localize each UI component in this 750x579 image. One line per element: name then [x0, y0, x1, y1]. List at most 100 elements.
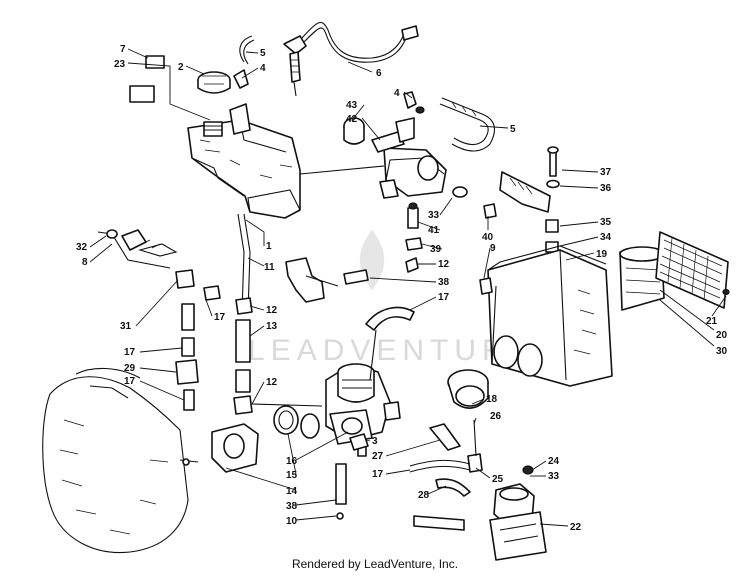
- callout-33-bottom: 33: [548, 471, 560, 482]
- air-silencer: [479, 245, 613, 387]
- callout-1: 1: [266, 241, 272, 252]
- carburetor: [325, 363, 401, 457]
- decal-23: [129, 85, 155, 103]
- callout-34: 34: [600, 232, 612, 243]
- callout-42: 42: [346, 114, 358, 125]
- callout-19: 19: [596, 249, 608, 260]
- callout-32: 32: [76, 242, 88, 253]
- washer-36: [546, 179, 560, 189]
- callout-2: 2: [178, 62, 184, 73]
- callout-7: 7: [120, 44, 126, 55]
- fuel-tank: [187, 119, 301, 219]
- callout-28: 28: [418, 490, 430, 501]
- callout-13: 13: [266, 321, 278, 332]
- callouts: 7 23 2 5 4 6 4 43 42 5 37 36 35 34 33 41…: [76, 44, 728, 533]
- callout-23: 23: [114, 59, 126, 70]
- intake-flange: [211, 423, 259, 473]
- leader-lines: [89, 48, 727, 527]
- fuel-line-17-upper: [365, 306, 415, 331]
- clamp-12-low: [233, 395, 253, 415]
- callout-37: 37: [600, 167, 612, 178]
- callout-5-right: 5: [510, 124, 516, 135]
- callout-40: 40: [482, 232, 494, 243]
- footer-credit: Rendered by LeadVenture, Inc.: [291, 557, 459, 571]
- clamp-15: [273, 405, 299, 435]
- callout-39: 39: [430, 244, 442, 255]
- callout-4-top: 4: [260, 63, 266, 74]
- primer-cable: [283, 21, 419, 97]
- callout-26: 26: [490, 411, 502, 422]
- callout-12-low: 12: [266, 377, 278, 388]
- screw-37: [549, 149, 557, 177]
- callout-31: 31: [120, 321, 132, 332]
- callout-3: 3: [372, 436, 378, 447]
- callout-38-top: 38: [438, 277, 450, 288]
- callout-43: 43: [346, 100, 358, 111]
- fuel-line-5: [439, 103, 489, 146]
- fitting-41: [407, 207, 419, 229]
- filter-38: [343, 269, 369, 285]
- callout-27: 27: [372, 451, 384, 462]
- fuel-line-bottom: [413, 515, 465, 531]
- callout-16: 16: [286, 456, 298, 467]
- fuel-line-13: [235, 319, 251, 363]
- callout-30: 30: [716, 346, 728, 357]
- watermark-text: LEADVENTURE: [248, 334, 536, 367]
- fitting-25: [467, 453, 483, 473]
- callout-25: 25: [492, 474, 504, 485]
- callout-17-bottom: 17: [372, 469, 384, 480]
- callout-12-mid: 12: [266, 305, 278, 316]
- gasket: [300, 413, 320, 439]
- intake-boot: [447, 369, 489, 409]
- clip-27: [429, 423, 461, 451]
- fitting-39: [405, 237, 423, 251]
- spacer-35: [545, 219, 559, 233]
- callout-35: 35: [600, 217, 612, 228]
- nut-32: [106, 229, 118, 239]
- elbow-fitting-4: [233, 69, 249, 89]
- tank-line: [237, 213, 245, 313]
- callout-36: 36: [600, 183, 612, 194]
- callout-22: 22: [570, 522, 582, 533]
- callout-24: 24: [548, 456, 560, 467]
- callout-21: 21: [706, 316, 718, 327]
- mount-bracket: [499, 171, 551, 213]
- callout-8: 8: [82, 257, 88, 268]
- callout-12-top: 12: [438, 259, 450, 270]
- clamp-3: [349, 433, 369, 451]
- shutoff-valve: [121, 229, 147, 251]
- intake-screen: [619, 231, 730, 311]
- primer-bracket: [343, 91, 447, 199]
- clamp-12-top: [405, 257, 419, 273]
- vent-tube-5: [239, 35, 253, 63]
- callout-17-left: 17: [214, 312, 226, 323]
- callout-17-top: 17: [438, 292, 450, 303]
- clip-40: [483, 203, 497, 219]
- callout-6: 6: [376, 68, 382, 79]
- callout-9: 9: [490, 243, 496, 254]
- fuel-line-28: [435, 478, 471, 497]
- tank-fitting: [229, 103, 251, 135]
- engine-outline: [42, 367, 199, 554]
- callout-29: 29: [124, 363, 136, 374]
- callout-15: 15: [286, 470, 298, 481]
- callout-4-right: 4: [394, 88, 400, 99]
- left-fuel-line-assembly: [175, 269, 221, 411]
- washer-33: [452, 186, 468, 198]
- nut-24: [522, 465, 534, 475]
- fuel-pump: [489, 483, 547, 561]
- clip-10: [336, 512, 344, 520]
- rod-26: [473, 419, 477, 457]
- callout-33-top: 33: [428, 210, 440, 221]
- callout-5-top: 5: [260, 48, 266, 59]
- callout-18: 18: [486, 394, 498, 405]
- callout-10: 10: [286, 516, 298, 527]
- callout-41: 41: [428, 225, 440, 236]
- fuel-cap: [197, 71, 231, 94]
- fuel-line-38: [335, 463, 347, 505]
- tank-bracket-line: [299, 165, 385, 175]
- clamp-12-mid: [235, 297, 253, 315]
- callout-20: 20: [716, 330, 728, 341]
- callout-17-mid: 17: [124, 347, 136, 358]
